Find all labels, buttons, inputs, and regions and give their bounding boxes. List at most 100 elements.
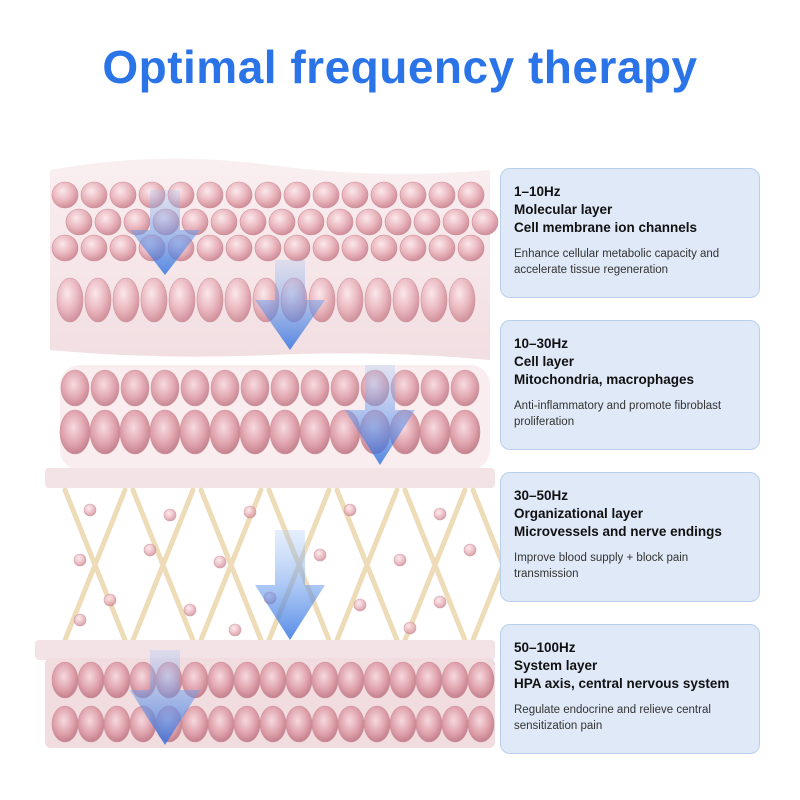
cell-icon [392,277,420,323]
cell-icon [326,208,354,236]
arrow-icon [255,530,325,640]
cell-icon [389,705,417,743]
cell-icon [343,503,357,517]
cell-icon [240,369,270,407]
cell-icon [225,234,253,262]
cell-icon [311,661,339,699]
card-targets: HPA axis, central nervous system [514,676,730,691]
cell-icon [239,409,271,455]
cell-icon [259,705,287,743]
cell-icon [89,409,121,455]
cell-icon [196,277,224,323]
cell-icon [254,181,282,209]
cell-icon [83,503,97,517]
cell-icon [285,705,313,743]
cell-icon [180,369,210,407]
cell-icon [364,277,392,323]
cell-icon [389,661,417,699]
cell-icon [243,505,257,519]
cell-icon [413,208,441,236]
cell-icon [239,208,267,236]
cell-icon [312,181,340,209]
cell-icon [312,234,340,262]
cell-icon [457,181,485,209]
cell-icon [80,181,108,209]
cell-icon [441,661,469,699]
cell-icon [399,181,427,209]
cell-icon [103,593,117,607]
cell-icon [109,181,137,209]
cell-icon [65,208,93,236]
cell-icon [77,661,105,699]
arrow-icon [130,650,200,745]
cell-icon [390,369,420,407]
card-description: Anti-inflammatory and promote fibroblast… [514,400,722,428]
cell-icon [60,369,90,407]
cell-icon [51,705,79,743]
cell-icon [80,234,108,262]
card-frequency: 50–100Hz [514,640,576,655]
card-targets: Cell membrane ion channels [514,220,698,235]
cell-icon [259,661,287,699]
cell-icon [297,208,325,236]
cell-icon [384,208,412,236]
cell-icon [300,369,330,407]
cell-icon [109,234,137,262]
cell-icon [441,705,469,743]
cell-icon [225,181,253,209]
cell-icon [103,705,131,743]
cell-icon [341,234,369,262]
cell-icon [51,181,79,209]
tissue-layers-illustration [35,158,500,748]
cell-icon [393,553,407,567]
cell-icon [403,621,417,635]
arrow-icon [345,365,415,465]
cell-icon [168,277,196,323]
cell-icon [336,277,364,323]
arrow-icon [130,190,200,275]
cell-icon [330,369,360,407]
card-layer-name: System layer [514,658,598,673]
card-targets: Microvessels and nerve endings [514,524,722,539]
card-description: Enhance cellular metabolic capacity and … [514,248,720,276]
cell-layer [59,365,490,470]
cell-icon [283,234,311,262]
cell-icon [51,234,79,262]
card-description: Improve blood supply + block pain transm… [514,552,689,580]
cell-icon [56,277,84,323]
card-frequency: 10–30Hz [514,336,569,351]
cell-icon [313,548,327,562]
cell-icon [311,705,339,743]
cell-icon [233,705,261,743]
cell-icon [90,369,120,407]
cell-icon [370,234,398,262]
organizational-layer [35,468,500,660]
cell-icon [471,208,499,236]
cell-icon [268,208,296,236]
cell-icon [77,705,105,743]
frequency-card: 10–30Hz Cell layer Mitochondria, macroph… [500,320,760,450]
cell-icon [433,595,447,609]
frequency-card: 30–50Hz Organizational layer Microvessel… [500,472,760,602]
cell-icon [207,705,235,743]
cell-icon [120,369,150,407]
cell-icon [150,369,180,407]
card-layer-name: Molecular layer [514,202,613,217]
cell-icon [59,409,91,455]
cell-icon [299,409,331,455]
card-description: Regulate endocrine and relieve central s… [514,704,711,732]
cell-icon [420,369,450,407]
cell-icon [51,661,79,699]
cell-icon [363,661,391,699]
cell-icon [196,181,224,209]
cell-icon [457,234,485,262]
cell-icon [285,661,313,699]
cell-icon [415,705,443,743]
card-frequency: 30–50Hz [514,488,569,503]
cell-icon [399,234,427,262]
cell-icon [163,508,177,522]
cell-icon [73,553,87,567]
arrow-icon [255,260,325,350]
cell-icon [419,409,451,455]
frequency-card: 1–10Hz Molecular layer Cell membrane ion… [500,168,760,298]
